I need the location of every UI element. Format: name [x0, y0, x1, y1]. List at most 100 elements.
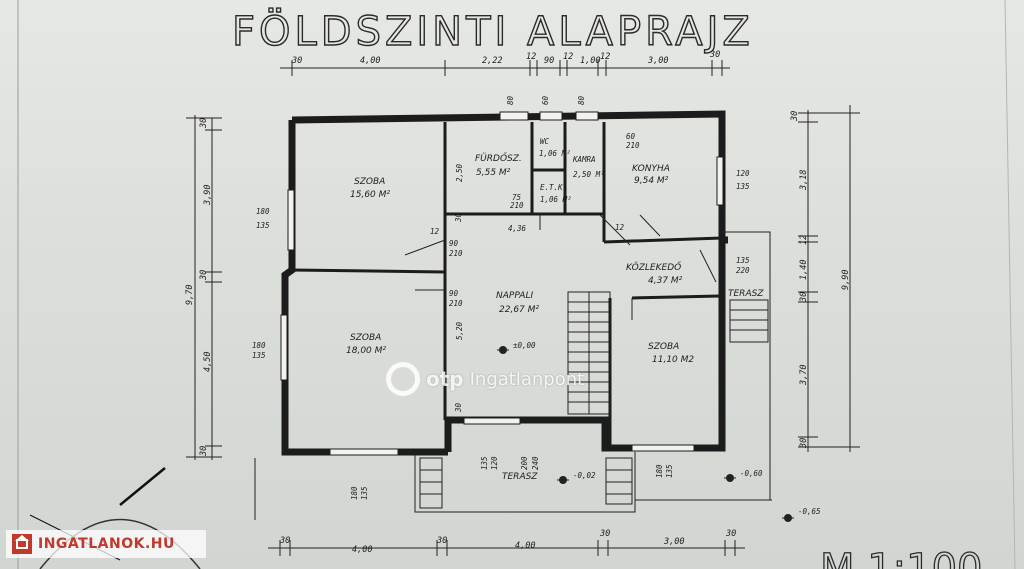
- window-szoba3: [631, 444, 695, 452]
- room-labels: SZOBA 15,60 M² SZOBA 18,00 M² SZOBA 11,1…: [346, 137, 764, 482]
- room-etk-name: E.T.K: [540, 183, 563, 192]
- dim-inner-520: 5,20: [455, 321, 464, 340]
- dim-top-9: 30: [709, 50, 720, 60]
- dim-inner-180f: 180: [655, 464, 664, 478]
- dim-top-7: 12: [600, 52, 610, 62]
- room-konyha-area: 9,54 M²: [634, 176, 669, 186]
- dim-inner-210b: 210: [449, 299, 463, 308]
- walls: [254, 110, 772, 520]
- dim-inner-80b: 80: [577, 95, 586, 105]
- dim-top-0: 30: [291, 56, 302, 66]
- dim-inner-180a: 180: [256, 207, 270, 216]
- dim-top-5: 12: [563, 52, 573, 62]
- room-etk-area: 1,06 M²: [540, 195, 572, 204]
- inner-wall-kitchen-bottom: [603, 236, 723, 244]
- dim-inner-90b: 90: [449, 289, 459, 298]
- window-nappali: [463, 417, 521, 425]
- dim-top-2: 2,22: [482, 56, 502, 66]
- otp-brand: otp: [426, 367, 464, 391]
- room-szoba1-name: SZOBA: [354, 177, 385, 187]
- side-terrace-outline: [722, 231, 771, 500]
- front-terrace-outline: [414, 452, 636, 513]
- inner-wall-szoba3-top: [631, 294, 721, 300]
- dim-inner-120f: 120: [490, 456, 499, 470]
- dim-inner-120: 120: [736, 169, 750, 178]
- inner-dimensions: 180 135 180 135 90 210 90 210 4,36 2,50 …: [252, 95, 750, 500]
- room-kamra-area: 2,50 M²: [573, 170, 605, 179]
- dim-inner-30b: 30: [454, 402, 463, 413]
- dim-right-2: 12: [799, 235, 809, 245]
- level-terasz-right: -0,60: [740, 469, 763, 478]
- dim-right-5: 3,70: [799, 365, 809, 386]
- dim-inner-135f2: 135: [665, 464, 674, 478]
- dim-inner-180s: 180: [350, 486, 359, 500]
- dim-left-4: 30: [199, 446, 209, 457]
- dim-top-8: 3,00: [647, 56, 668, 66]
- dim-left-0: 30: [199, 118, 209, 129]
- otp-watermark: otp Ingatlanpont: [386, 362, 584, 396]
- window-furdo: [499, 111, 529, 121]
- window-szoba2: [280, 314, 288, 381]
- windows: [280, 111, 724, 456]
- dim-inner-80a: 80: [506, 95, 515, 105]
- dim-left-3: 4,50: [203, 352, 213, 372]
- room-kamra-name: KAMRA: [572, 155, 596, 164]
- room-terasz-side-name: TERASZ: [728, 289, 764, 299]
- dim-inner-210k: 210: [626, 141, 640, 150]
- dim-bottom-4: 30: [599, 529, 610, 539]
- room-nappali-name: NAPPALI: [496, 291, 533, 301]
- dim-right-6: 30: [799, 438, 809, 449]
- room-szoba2-name: SZOBA: [350, 333, 381, 343]
- dim-inner-135f1: 135: [480, 456, 489, 470]
- dim-bottom-0: 30: [279, 536, 290, 546]
- left-dimension-chain: 30 3,90 30 4,50 30 9,70: [185, 115, 222, 460]
- dim-inner-12b: 12: [615, 223, 625, 232]
- room-kozlekedo-name: KÖZLEKEDŐ: [626, 262, 681, 273]
- dim-right-7: 9,90: [841, 270, 851, 290]
- room-wc-name: WC: [540, 137, 550, 146]
- dim-left-2: 30: [199, 270, 209, 281]
- ingatlanok-label: INGATLANOK.HU: [38, 536, 175, 552]
- dim-inner-210a: 210: [449, 249, 463, 258]
- otp-watermark-text: Ingatlanpont: [469, 368, 585, 390]
- bottom-dimension-chain: 30 4,00 30 4,00 30 3,00 30: [268, 529, 745, 556]
- level-markers: ±0,00 -0,02 -0,60 -0,65: [497, 341, 821, 522]
- outer-wall-bottom: [444, 290, 726, 452]
- dim-right-4: 30: [799, 292, 809, 303]
- window-szoba1: [287, 189, 295, 251]
- inner-wall-rooms: [291, 268, 446, 274]
- dim-left-1: 3,90: [203, 185, 213, 206]
- dim-bottom-2: 30: [436, 536, 447, 546]
- house-icon: [12, 534, 32, 554]
- paper-edge-right: [1004, 0, 1016, 569]
- dim-inner-210e: 210: [510, 201, 524, 210]
- dim-top-6: 1,00: [580, 56, 600, 66]
- room-terasz-front-name: TERASZ: [502, 472, 538, 482]
- dim-inner-12a: 12: [430, 227, 440, 236]
- room-szoba1-area: 15,60 M²: [350, 190, 390, 200]
- dim-inner-200: 200: [520, 456, 529, 470]
- room-kozlekedo-area: 4,37 M²: [648, 276, 683, 286]
- dim-inner-60a: 60: [541, 95, 550, 105]
- dim-right-0: 30: [790, 111, 800, 122]
- top-dimension-chain: 30 4,00 2,22 12 90 12 1,00 12 3,00 30: [280, 50, 730, 76]
- level-ground: -0,65: [798, 507, 821, 516]
- dim-inner-90a: 90: [449, 239, 459, 248]
- room-furdo-area: 5,55 M²: [476, 168, 511, 178]
- room-konyha-name: KONYHA: [632, 164, 670, 174]
- dim-right-3: 1,40: [799, 260, 809, 280]
- door-swings: [404, 214, 717, 320]
- window-szoba2-bottom: [329, 448, 399, 456]
- window-wc: [539, 111, 563, 121]
- dim-left-5: 9,70: [185, 285, 195, 305]
- ingatlanok-badge[interactable]: INGATLANOK.HU: [6, 530, 206, 558]
- dim-bottom-5: 3,00: [663, 537, 684, 547]
- otp-logo-icon: [386, 362, 420, 396]
- staircase: [567, 291, 611, 415]
- dim-bottom-6: 30: [725, 529, 736, 539]
- level-nappali: ±0,00: [513, 341, 536, 350]
- dim-inner-135s: 135: [360, 486, 369, 500]
- dim-top-4: 90: [544, 56, 554, 66]
- plan-title: FÖLDSZINTI ALAPRAJZ: [232, 7, 754, 55]
